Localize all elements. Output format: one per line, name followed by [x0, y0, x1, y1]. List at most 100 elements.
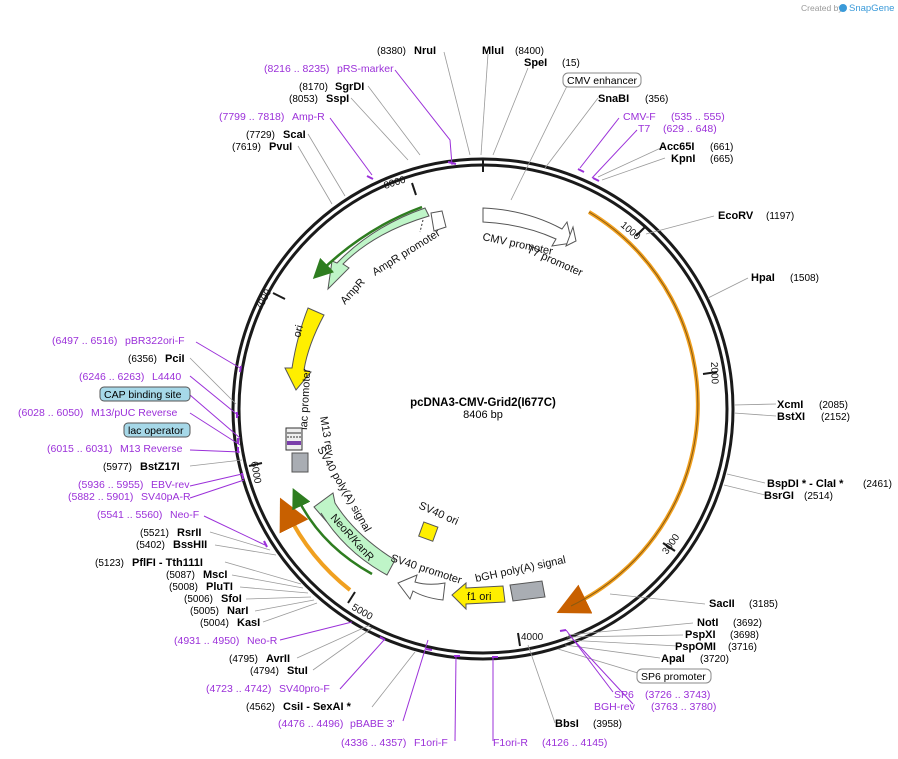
tick-marks — [248, 159, 718, 647]
site-pos-spei: (15) — [562, 58, 580, 69]
neor-green-line — [292, 487, 373, 576]
site-noti: NotI — [697, 617, 718, 629]
primer-range-m13-reverse: (6015 .. 6031) — [47, 443, 112, 455]
primer-range-m13-puc-reverse: (6028 .. 6050) — [18, 407, 83, 419]
tick-label-2000: 2000 — [708, 362, 720, 385]
sv40-ori-box — [418, 521, 439, 542]
lac-operator-box — [123, 422, 191, 438]
insert-arc — [556, 210, 700, 614]
lower-orange-arc — [279, 497, 352, 592]
site-pos-bbsi: (3958) — [593, 719, 622, 730]
site-csii-sexai: CsiI - SexAI * — [283, 701, 352, 713]
site-pos-ecorv: (1197) — [766, 211, 794, 222]
credit-prefix: Created by — [801, 3, 843, 13]
tick-label-1000: 1000 — [618, 220, 642, 243]
site-snabi: SnaBI — [598, 93, 629, 105]
tick-label-7000: 7000 — [254, 287, 274, 312]
cap-binding-site-box — [99, 386, 191, 402]
site-rsrii: RsrII — [177, 527, 201, 539]
site-bsshii: BssHII — [173, 539, 207, 551]
primer-prs-marker: pRS-marker — [337, 63, 394, 75]
site-pos-noti: (3692) — [733, 618, 762, 629]
lac-bar — [287, 441, 301, 445]
primer-range-bgh-rev: (3763 .. 3780) — [651, 701, 716, 713]
credit-brand: SnapGene — [849, 3, 894, 14]
t7-promoter-label: T7 promoter — [525, 244, 585, 279]
site-bsrgi: BsrGI — [764, 490, 794, 502]
site-pos-sacii: (3185) — [749, 599, 778, 610]
site-nrui: NruI — [414, 45, 436, 57]
site-pos-acc65i: (661) — [710, 142, 733, 153]
primer-sp6: SP6 — [614, 689, 634, 701]
site-pos-sspi: (8053) — [289, 94, 318, 105]
site-pos-csii: (4562) — [246, 702, 275, 713]
site-pos-pflfi: (5123) — [95, 558, 124, 569]
primer-ebv-rev: EBV-rev — [151, 479, 190, 491]
primer-range-prs-marker: (8216 .. 8235) — [264, 63, 329, 75]
ampr-green-line — [312, 205, 423, 279]
site-pos-sfoi: (5006) — [184, 594, 213, 605]
site-pos-nari: (5005) — [190, 606, 219, 617]
primer-l4440: L4440 — [152, 371, 181, 383]
ori-label: ori — [291, 324, 306, 339]
primer-range-pbr322ori-f: (6497 .. 6516) — [52, 335, 117, 347]
sv40-promoter-arrow — [397, 574, 446, 601]
site-pos-sgrdi: (8170) — [299, 82, 328, 93]
neor-arrow — [313, 492, 396, 576]
f1-ori-label: f1 ori — [467, 591, 491, 603]
primer-range-cmv-f: (535 .. 555) — [671, 111, 725, 123]
tick-label-6000: 6000 — [248, 461, 263, 485]
primer-range-neo-r: (4931 .. 4950) — [174, 635, 239, 647]
bgh-polya-box — [509, 580, 546, 602]
site-sacii: SacII — [709, 598, 735, 610]
primer-neo-r: Neo-R — [247, 635, 278, 647]
sp6-promoter-box — [636, 668, 712, 684]
primer-t7: T7 — [638, 123, 650, 135]
site-pflfi-tth111i: PflFI - Tth111I — [132, 557, 203, 569]
primer-range-f1ori-r: (4126 .. 4145) — [542, 737, 607, 749]
f1-ori-arrow — [451, 581, 506, 611]
site-pos-bsshii: (5402) — [136, 540, 165, 551]
primer-range-amp-r: (7799 .. 7818) — [219, 111, 284, 123]
cap-binding-site-label: CAP binding site — [104, 389, 182, 401]
sv40-polya-box — [291, 452, 309, 473]
site-msci: MscI — [203, 569, 227, 581]
site-acc65i: Acc65I — [659, 141, 694, 153]
ori-arrow — [284, 307, 325, 391]
primer-range-pbabe: (4476 .. 4496) — [278, 718, 343, 730]
site-pspomi: PspOMI — [675, 641, 716, 653]
site-spei: SpeI — [524, 57, 547, 69]
site-pos-bstz17i: (5977) — [103, 462, 132, 473]
primer-range-t7: (629 .. 648) — [663, 123, 717, 135]
site-stui: StuI — [287, 665, 308, 677]
site-pcii: PciI — [165, 353, 185, 365]
primer-range-l4440: (6246 .. 6263) — [79, 371, 144, 383]
site-pos-msci: (5087) — [166, 570, 195, 581]
ampr-promoter-arrow — [430, 210, 447, 232]
site-pvui: PvuI — [269, 141, 292, 153]
site-bbsi: BbsI — [555, 718, 579, 730]
tick-label-4000: 4000 — [521, 632, 544, 643]
site-pos-pspxi: (3698) — [730, 630, 759, 641]
site-bstxi: BstXI — [777, 411, 805, 423]
site-sfoi: SfoI — [221, 593, 242, 605]
site-pos-hpai: (1508) — [790, 273, 819, 284]
site-apai: ApaI — [661, 653, 685, 665]
sp6-promoter-label: SP6 promoter — [641, 671, 706, 683]
lac-promoter-label: lac promoter — [298, 368, 313, 430]
site-ecorv: EcoRV — [718, 210, 754, 222]
site-pos-bspdi-clai: (2461) — [863, 479, 892, 490]
primer-markers — [236, 161, 600, 658]
site-pos-stui: (4794) — [250, 666, 279, 677]
bgh-polya-label: bGH poly(A) signal — [474, 554, 567, 585]
ampr-dash — [419, 219, 424, 233]
primer-range-f1ori-f: (4336 .. 4357) — [341, 737, 406, 749]
site-pos-scai: (7729) — [246, 130, 275, 141]
primer-sv40pa-r: SV40pA-R — [141, 491, 191, 503]
primer-lines — [189, 69, 638, 742]
site-pos-avrii: (4795) — [229, 654, 258, 665]
primer-range-sp6: (3726 .. 3743) — [645, 689, 710, 701]
site-pspxi: PspXI — [685, 629, 716, 641]
site-pluti: PluTI — [206, 581, 233, 593]
